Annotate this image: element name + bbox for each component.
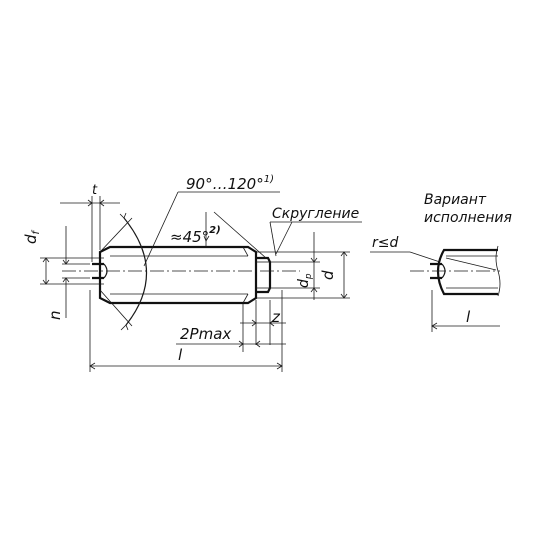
variant-title-line2: исполнения (424, 210, 512, 226)
variant-title-line1: Вариант (424, 192, 487, 208)
rounding-leader (269, 221, 362, 257)
r-le-d-leader (370, 251, 441, 263)
r-le-d-label: r≤d (372, 235, 398, 251)
rounding-label: Скругление (272, 206, 359, 222)
t-dimension (60, 196, 120, 262)
dp-label: dp (296, 273, 314, 288)
l-variant-label: l (466, 308, 471, 326)
l-variant-dimension (431, 290, 500, 332)
angle-45-arc (203, 211, 267, 259)
variant-screw (410, 245, 501, 297)
approx45-label: ≈45°2) (170, 225, 221, 246)
df-dimension (40, 257, 104, 285)
2pmax-dimension (176, 304, 286, 352)
angle-top-label: 90°…120°1) (186, 174, 274, 193)
l-main-dimension (89, 290, 283, 372)
2pmax-label: 2Pmax (180, 325, 231, 343)
n-dimension (62, 226, 90, 318)
dp-dimension (270, 232, 320, 300)
d-dimension (256, 251, 350, 299)
df-label: df (22, 229, 42, 244)
t-label: t (92, 183, 98, 198)
l-main-label: l (178, 346, 183, 364)
angle-arc-90-120 (99, 191, 280, 331)
z-label: z (271, 308, 281, 326)
n-label: n (46, 310, 64, 320)
screw-body (92, 245, 272, 305)
d-label: d (319, 270, 337, 280)
z-dimension (240, 300, 286, 345)
